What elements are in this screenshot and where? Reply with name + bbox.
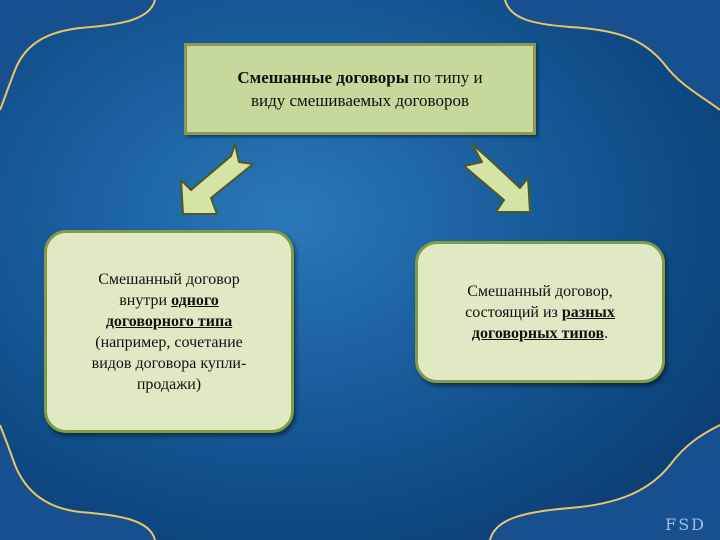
right-card-line1: Смешанный договор, bbox=[467, 282, 613, 300]
right-card-period: . bbox=[604, 324, 609, 342]
corner-ornament-bottom-right bbox=[460, 340, 720, 540]
left-card-line1: Смешанный договор bbox=[98, 270, 240, 288]
card-single-type: Смешанный договор внутри одного договорн… bbox=[44, 230, 294, 433]
card-different-types: Смешанный договор, состоящий из разных д… bbox=[415, 241, 665, 383]
title-bold-text: Смешанные договоры bbox=[237, 68, 410, 87]
left-card-line4: (например, сочетание bbox=[95, 333, 243, 351]
title-text-rest: по типу и bbox=[409, 68, 483, 87]
arrow-down-right-icon bbox=[463, 143, 531, 213]
right-card-bold-types: договорных типов bbox=[471, 324, 605, 342]
left-card-bold-one: одного bbox=[171, 291, 219, 309]
left-card-line6: продажи) bbox=[136, 375, 202, 393]
corner-ornament-top-left bbox=[0, 0, 260, 200]
corner-ornament-top-right bbox=[460, 0, 720, 200]
corner-ornament-bottom-left bbox=[0, 340, 260, 540]
left-card-line2-pre: внутри bbox=[119, 291, 172, 309]
arrow-down-left-icon bbox=[180, 143, 254, 215]
right-card-bold-different: разных bbox=[561, 303, 615, 321]
left-card-line5: видов договора купли- bbox=[91, 354, 247, 372]
right-card-line2-pre: состоящий из bbox=[465, 303, 562, 321]
left-card-bold-type: договорного типа bbox=[105, 312, 233, 330]
title-box: Смешанные договоры по типу и виду смешив… bbox=[184, 43, 536, 135]
title-text-line2: виду смешиваемых договоров bbox=[250, 91, 469, 110]
watermark-logo: FSD bbox=[665, 515, 706, 534]
